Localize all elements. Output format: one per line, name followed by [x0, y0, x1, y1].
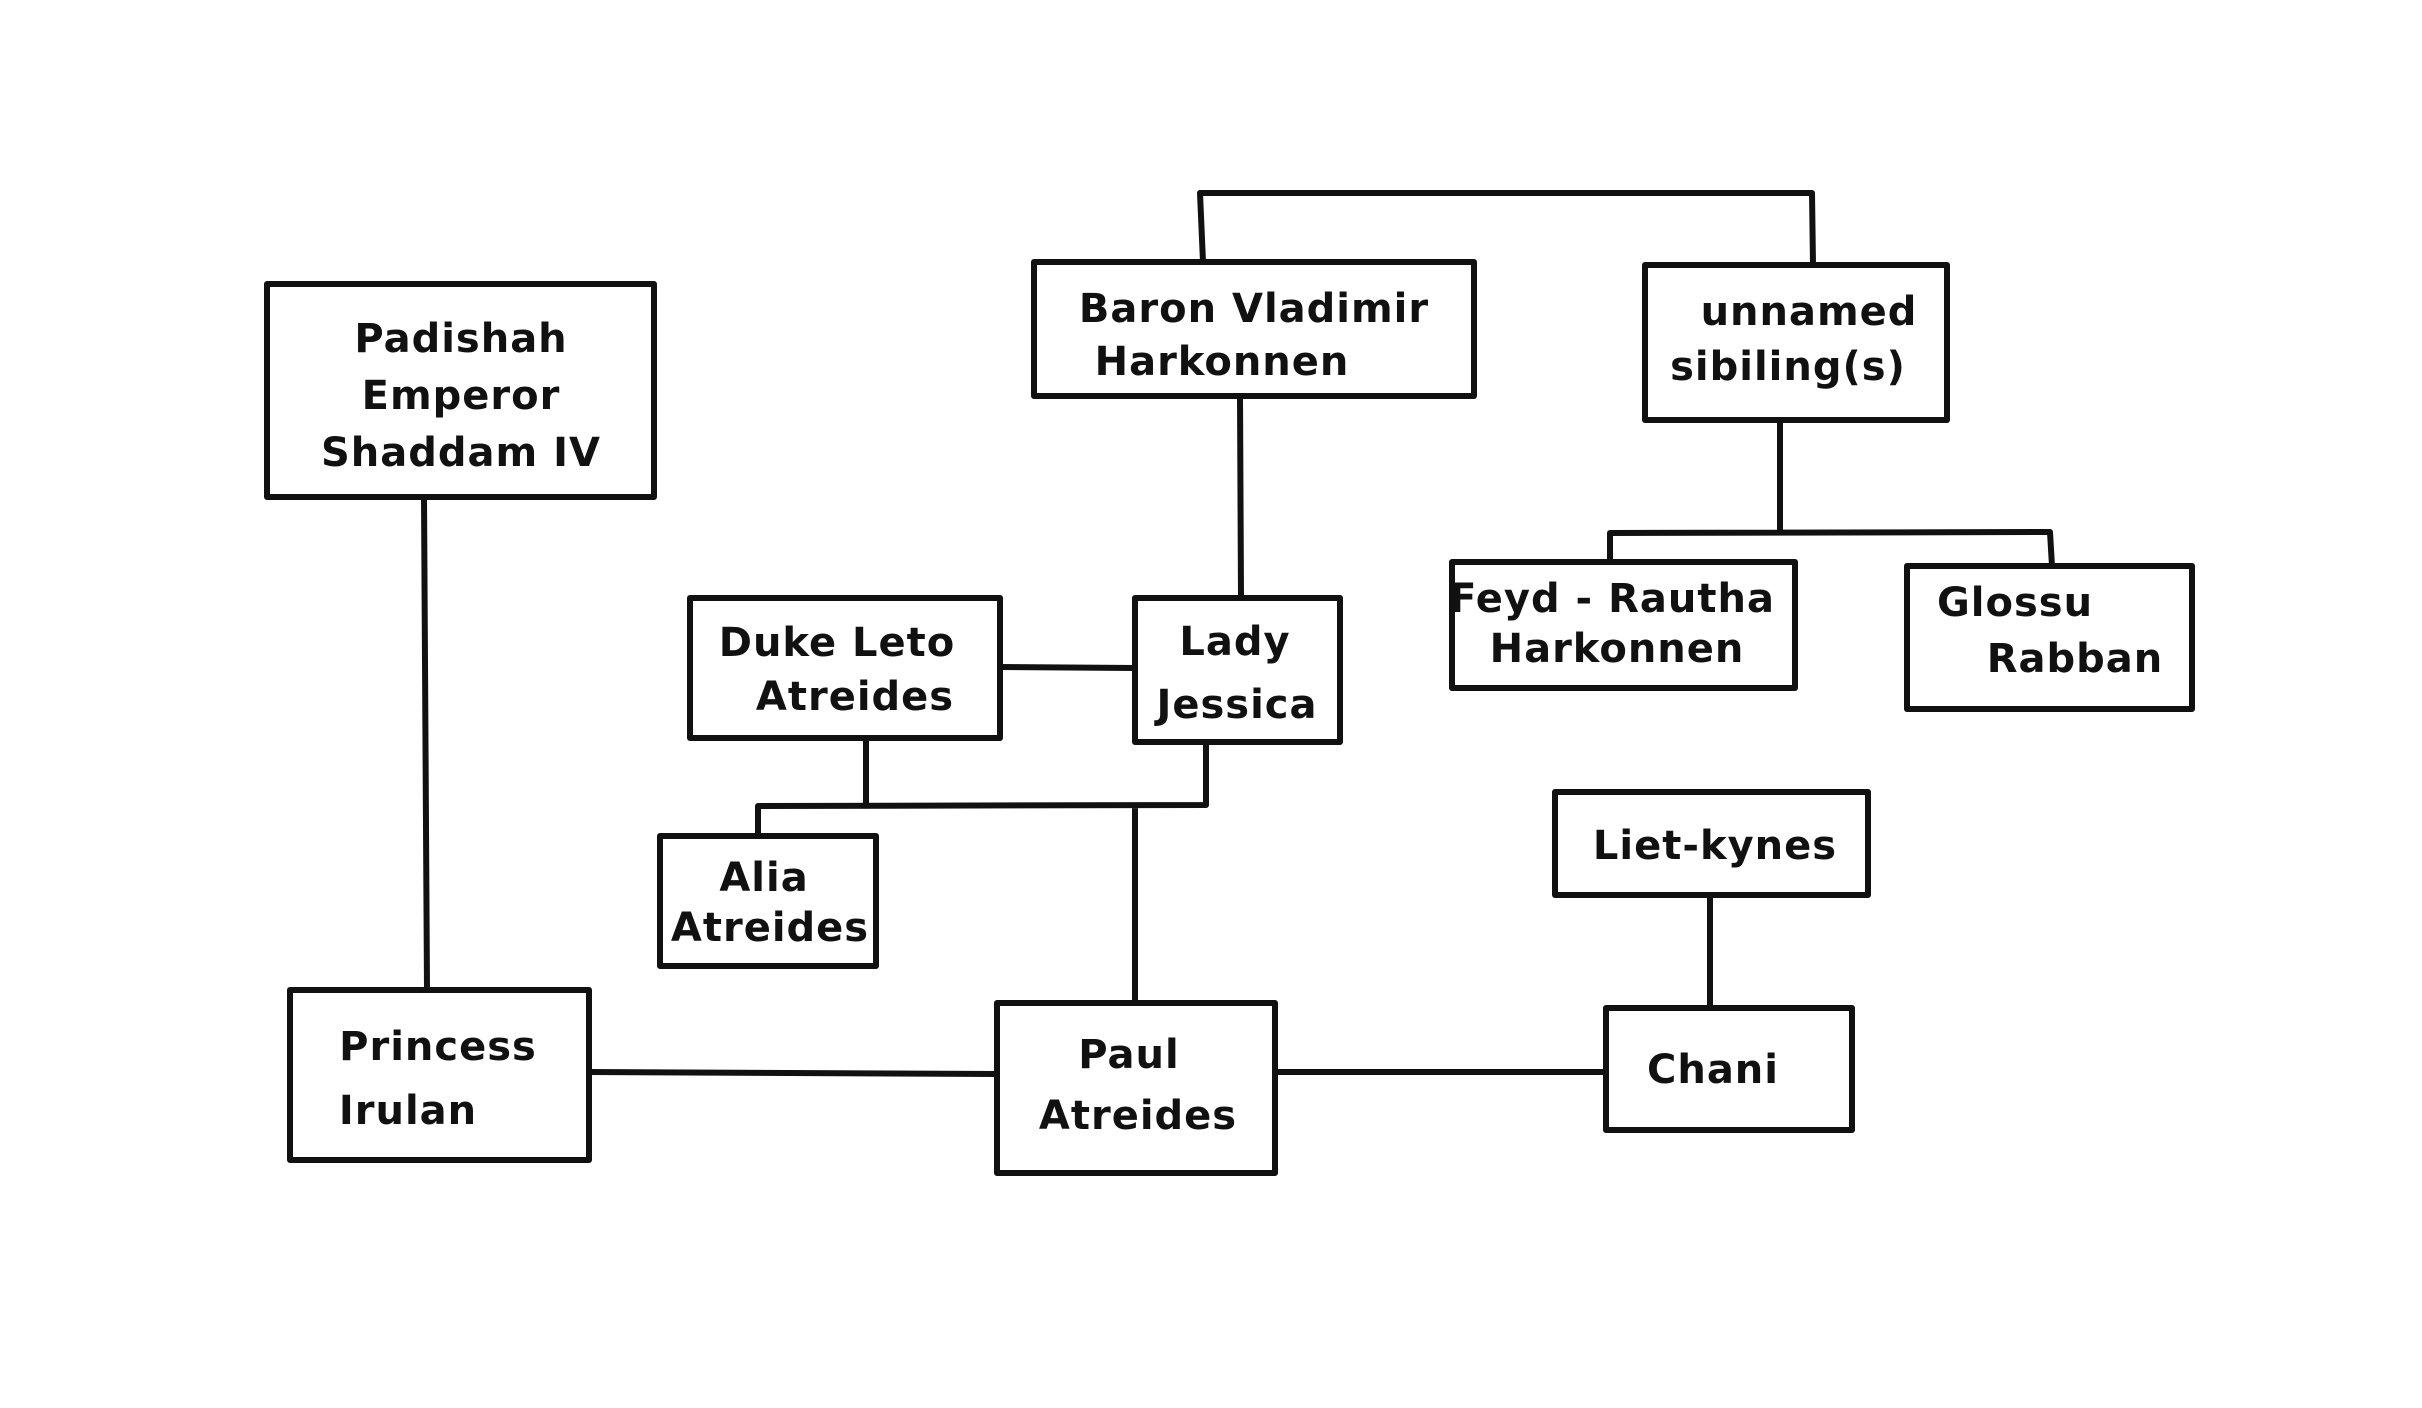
node-shaddam-line-1: Padishah — [354, 316, 567, 362]
node-unnamed-line-1: unnamed — [1701, 289, 1918, 335]
connectors — [421, 190, 2055, 1077]
node-alia-line-2: Atreides — [671, 905, 869, 951]
node-alia-line-1: Alia — [719, 855, 808, 901]
node-baron-line-2: Harkonnen — [1095, 339, 1350, 385]
node-chani: Chani — [1603, 1005, 1855, 1133]
node-baron-line-1: Baron Vladimir — [1079, 286, 1429, 332]
node-unnamed-siblings: unnamed sibiling(s) — [1642, 262, 1950, 423]
node-leto-line-2: Atreides — [756, 674, 954, 720]
connector-baron-jessica — [1237, 393, 1244, 601]
node-paul-line-1: Paul — [1078, 1032, 1179, 1078]
node-paul-line-2: Atreides — [1039, 1093, 1237, 1139]
node-unnamed-line-2: sibiling(s) — [1670, 344, 1906, 390]
connector-leto-jessica-children — [755, 735, 1209, 1006]
node-paul: Paul Atreides — [994, 1000, 1278, 1176]
node-shaddam-line-3: Shaddam IV — [321, 430, 601, 476]
node-irulan-line-1: Princess — [339, 1024, 537, 1070]
node-shaddam-line-2: Emperor — [362, 373, 561, 419]
node-baron: Baron Vladimir Harkonnen — [1031, 259, 1477, 399]
node-irulan-line-2: Irulan — [339, 1088, 477, 1134]
node-irulan: Princess Irulan — [287, 987, 592, 1163]
node-leto-line-1: Duke Leto — [719, 620, 955, 666]
node-glossu-rabban: Glossu Rabban — [1904, 563, 2195, 712]
node-alia: Alia Atreides — [657, 833, 879, 969]
node-jessica-line-1: Lady — [1179, 619, 1290, 665]
node-feyd-line-2: Harkonnen — [1490, 626, 1745, 672]
node-feyd-line-1: Feyd - Rautha — [1449, 576, 1775, 622]
connector-shaddam-irulan — [421, 494, 430, 993]
connector-leto-jessica-partners — [997, 664, 1138, 671]
node-lietkynes-line-1: Liet-kynes — [1593, 823, 1837, 869]
node-glossu-line-2: Rabban — [1987, 636, 2164, 682]
connector-baron-unnamed-siblings — [1197, 190, 1816, 268]
node-feyd-rautha: Feyd - Rautha Harkonnen — [1449, 559, 1798, 691]
node-leto: Duke Leto Atreides — [687, 595, 1003, 741]
connector-unnamed-children — [1607, 417, 2055, 569]
node-jessica-line-2: Jessica — [1153, 682, 1317, 728]
node-liet-kynes: Liet-kynes — [1552, 789, 1871, 898]
node-shaddam: Padishah Emperor Shaddam IV — [264, 281, 657, 500]
connector-irulan-paul-partners — [586, 1069, 1000, 1077]
node-glossu-line-1: Glossu — [1937, 580, 2093, 626]
node-chani-line-1: Chani — [1647, 1047, 1779, 1093]
node-jessica: Lady Jessica — [1132, 595, 1343, 745]
